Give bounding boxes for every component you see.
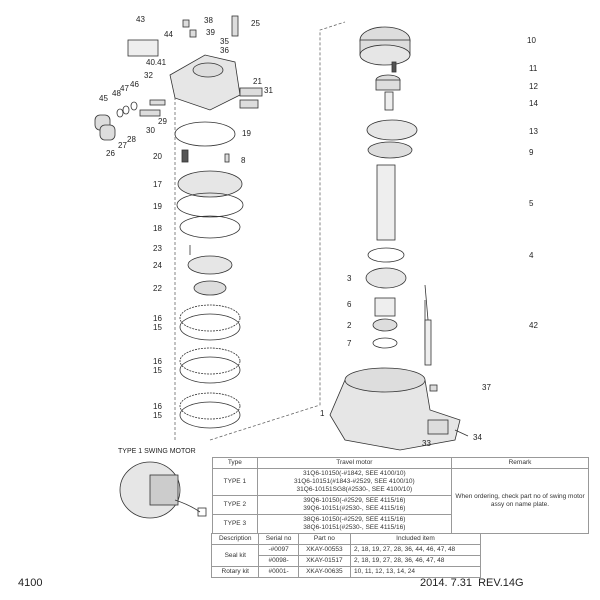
- callout: 11: [529, 64, 538, 73]
- revision-date: 2014. 7.31 REV.14G: [420, 577, 524, 589]
- motor-cell: 31Q6-10150(-#1842, SEE 4100/10)31Q6-1015…: [256, 468, 453, 496]
- callout: 13: [529, 127, 538, 136]
- callout: 2: [347, 321, 352, 330]
- callout: 3: [347, 274, 352, 283]
- callout: 25: [251, 19, 260, 28]
- callout: 12: [529, 82, 538, 91]
- serial-cell: #0098-: [258, 555, 299, 567]
- callout: 38: [204, 16, 213, 25]
- type-cell: TYPE 2: [212, 495, 258, 515]
- part-cell: XKAY-00553: [297, 544, 351, 556]
- callout: 5: [529, 199, 534, 208]
- callout: 29: [158, 117, 167, 126]
- type-table: Type Travel motor Remark TYPE 1 31Q6-101…: [212, 457, 589, 534]
- motor: 31Q6-10151SG8(#2530-, SEE 4100/10): [296, 486, 413, 493]
- callout: 21: [253, 77, 262, 86]
- callout: 4: [529, 251, 534, 260]
- callout: 47: [120, 84, 129, 93]
- callout: 14: [529, 99, 538, 108]
- motor-cell: 38Q6-10150(-#2529, SEE 4115/16)38Q6-1015…: [256, 514, 453, 534]
- callout: 16: [153, 314, 162, 323]
- part-cell: XKAY-01517: [297, 555, 351, 567]
- header-items: Included item: [349, 533, 482, 545]
- part-cell: XKAY-00635: [297, 566, 351, 578]
- items-cell: 2, 18, 19, 27, 28, 36, 44, 46, 47, 48: [349, 544, 482, 556]
- kit-table: Description Serial no Part no Included i…: [210, 533, 482, 578]
- callout: 7: [347, 339, 352, 348]
- callout: 22: [153, 284, 162, 293]
- motor-cell: 39Q6-10150(-#2529, SEE 4115/16)39Q6-1015…: [256, 495, 453, 515]
- callout: 28: [127, 135, 136, 144]
- callout: 15: [153, 411, 162, 420]
- callout: 33: [422, 439, 431, 448]
- callout: 1: [320, 409, 325, 418]
- callout: 15: [153, 366, 162, 375]
- callout: 37: [482, 383, 491, 392]
- items-cell: 10, 11, 12, 13, 14, 24: [349, 566, 482, 578]
- callout: 34: [473, 433, 482, 442]
- callout: 30: [146, 126, 155, 135]
- callout: 23: [153, 244, 162, 253]
- callout: 17: [153, 180, 162, 189]
- callout: 44: [164, 30, 173, 39]
- serial-cell: #0001-: [258, 566, 299, 578]
- callout: 40.41: [146, 58, 167, 67]
- callout: 31: [264, 86, 273, 95]
- callout: 20: [153, 152, 162, 161]
- remark-cell: When ordering, check part no of swing mo…: [451, 468, 589, 534]
- header-description: Description: [210, 533, 260, 545]
- items-cell: 2, 18, 19, 27, 28, 36, 46, 47, 48: [349, 555, 482, 567]
- callout: 48: [112, 89, 121, 98]
- header-type: Type: [212, 457, 258, 469]
- motor: 38Q6-10150(-#2529, SEE 4115/16): [303, 516, 406, 523]
- page-number: 4100: [18, 577, 43, 589]
- callout: 36: [220, 46, 229, 55]
- header-travel-motor: Travel motor: [256, 457, 453, 469]
- callout: 15: [153, 323, 162, 332]
- serial-cell: -#0097: [258, 544, 299, 556]
- motor: 31Q6-10151(#1843-#2529, SEE 4100/10): [294, 478, 415, 485]
- desc-cell: Rotary kit: [210, 566, 260, 578]
- callout: 27: [118, 141, 127, 150]
- header-serial: Serial no: [258, 533, 299, 545]
- callout: 45: [99, 94, 108, 103]
- callout: 16: [153, 357, 162, 366]
- callout: 26: [106, 149, 115, 158]
- motor: 39Q6-10150(-#2529, SEE 4115/16): [303, 497, 406, 504]
- type-cell: TYPE 3: [212, 514, 258, 534]
- callout: 8: [241, 156, 246, 165]
- callout: 10: [527, 36, 536, 45]
- callout: 6: [347, 300, 352, 309]
- callout: 32: [144, 71, 153, 80]
- callout: 19: [153, 202, 162, 211]
- callout: 16: [153, 402, 162, 411]
- callout: 9: [529, 148, 534, 157]
- header-remark: Remark: [451, 457, 589, 469]
- callout: 43: [136, 15, 145, 24]
- callout: 42: [529, 321, 538, 330]
- callout: 39: [206, 28, 215, 37]
- motor: 38Q6-10151(#2530-, SEE 4115/16): [303, 524, 406, 531]
- callout: 46: [130, 80, 139, 89]
- header-part: Part no: [297, 533, 351, 545]
- motor: 31Q6-10150(-#1842, SEE 4100/10): [303, 470, 406, 477]
- type-cell: TYPE 1: [212, 468, 258, 496]
- desc-cell: Seal kit: [210, 544, 260, 567]
- callout: 35: [220, 37, 229, 46]
- motor: 39Q6-10151(#2530-, SEE 4115/16): [303, 505, 406, 512]
- callout: 24: [153, 261, 162, 270]
- callout: 19: [242, 129, 251, 138]
- inset-title: TYPE 1 SWING MOTOR: [118, 448, 196, 455]
- callout: 18: [153, 224, 162, 233]
